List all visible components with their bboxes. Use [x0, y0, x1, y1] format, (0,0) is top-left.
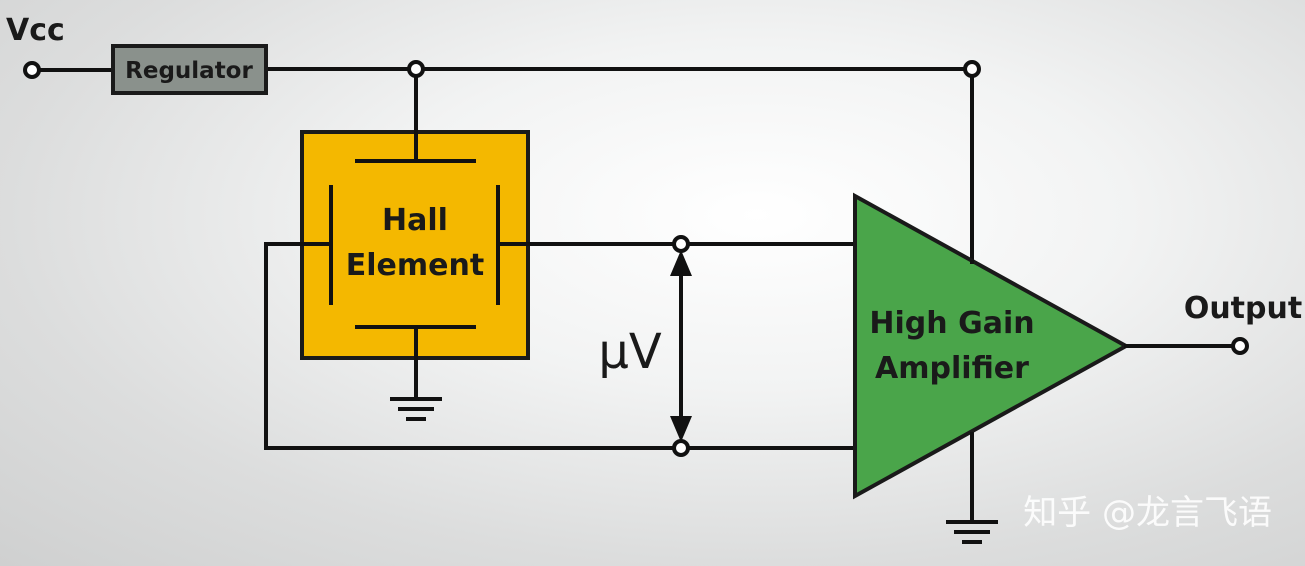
hall-ground-icon	[390, 356, 442, 421]
output-terminal	[1231, 337, 1249, 355]
regulator-block	[111, 44, 268, 95]
hall-element-block	[300, 130, 530, 360]
vcc-label: Vcc	[6, 13, 65, 48]
voltage-arrow-down-head	[670, 416, 692, 442]
hall-supply-junction	[407, 60, 425, 78]
regulator-label: Regulator	[125, 58, 253, 84]
vcc-terminal	[23, 61, 41, 79]
amplifier-supply-junction	[963, 60, 981, 78]
watermark-text: 知乎 @龙言飞语	[1023, 493, 1272, 533]
microvolt-label: μV	[598, 324, 662, 380]
amplifier-label-line1: High Gain	[869, 306, 1034, 341]
hall-label-line1: Hall	[382, 203, 448, 238]
signal-minus-wire	[264, 242, 858, 450]
amplifier-ground-icon	[946, 432, 998, 544]
output-label: Output	[1184, 291, 1302, 326]
amplifier-triangle	[853, 192, 1131, 500]
signal-plus-node	[672, 235, 690, 253]
amplifier-label-line2: Amplifier	[875, 351, 1029, 386]
voltage-arrow-up-head	[670, 250, 692, 276]
signal-minus-node	[672, 439, 690, 457]
hall-label-line2: Element	[346, 248, 484, 283]
